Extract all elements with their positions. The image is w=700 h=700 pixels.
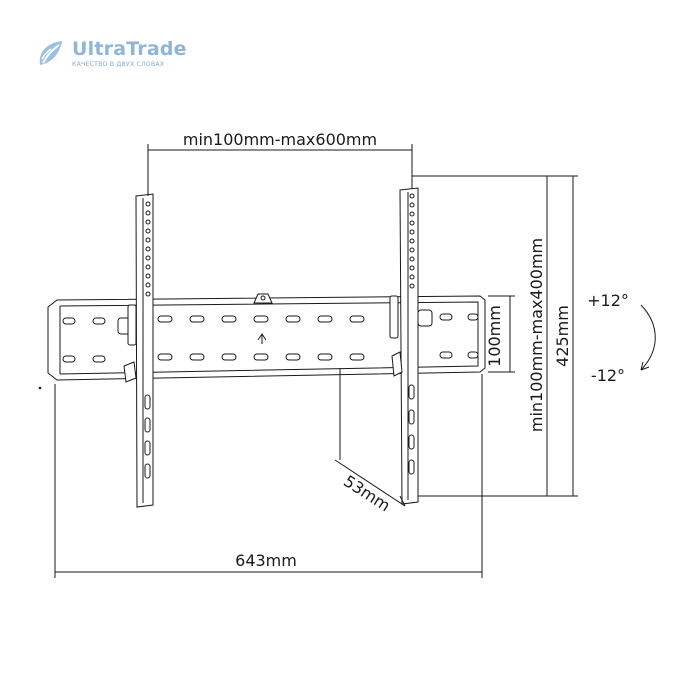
depth-label: 53mm bbox=[340, 471, 394, 515]
top-width-label: min100mm-max600mm bbox=[183, 130, 377, 149]
dimension-bottom-width bbox=[54, 374, 483, 578]
logo-leaf-icon bbox=[39, 41, 62, 65]
left-vertical-arm bbox=[117, 193, 154, 508]
right-arm-holes bbox=[408, 193, 415, 475]
rail-slots bbox=[62, 313, 479, 363]
logo-name: UltraTrade bbox=[72, 37, 187, 60]
wall-rail bbox=[47, 293, 486, 381]
tilt-up-label: +12° bbox=[587, 291, 629, 310]
logo-tagline: КАЧЕСТВО В ДВУХ СЛОВАХ bbox=[72, 60, 165, 68]
tilt-arc-arrow-icon bbox=[640, 304, 656, 371]
right-vertical-arm bbox=[389, 187, 433, 505]
center-hook bbox=[253, 293, 273, 304]
logo-text: UltraTrade КАЧЕСТВО В ДВУХ СЛОВАХ bbox=[72, 37, 187, 68]
dimension-depth bbox=[334, 368, 406, 507]
brand-logo: UltraTrade КАЧЕСТВО В ДВУХ СЛОВАХ bbox=[34, 34, 187, 74]
vertical-range-label: min100mm-max400mm bbox=[527, 238, 546, 432]
total-height-label: 425mm bbox=[553, 305, 572, 367]
up-arrow-icon bbox=[257, 333, 267, 344]
bottom-width-label: 643mm bbox=[235, 551, 297, 570]
rail-height-label: 100mm bbox=[485, 305, 504, 367]
dimension-total-height bbox=[547, 175, 578, 497]
dimension-rail-height bbox=[488, 295, 515, 373]
tilt-down-label: -12° bbox=[591, 366, 625, 385]
left-arm-holes bbox=[144, 201, 151, 479]
dimension-top-width bbox=[147, 144, 413, 196]
